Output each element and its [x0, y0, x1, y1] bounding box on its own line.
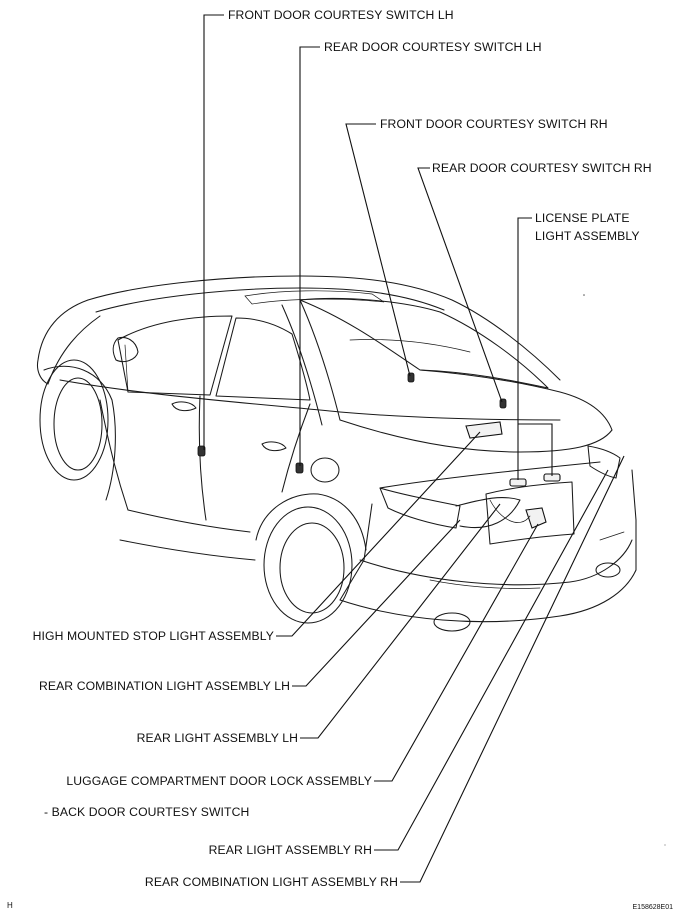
- leader-front-door-lh: [203, 14, 224, 450]
- switch-parts: [197, 372, 561, 529]
- high-mounted-stop-light-icon: [465, 421, 503, 439]
- label-front-door-courtesy-switch-lh: FRONT DOOR COURTESY SWITCH LH: [228, 8, 454, 22]
- label-license-plate-line1: LICENSE PLATE: [535, 211, 630, 225]
- leader-rear-combination-rh: [400, 455, 625, 883]
- leader-rear-light-lh: [300, 503, 501, 739]
- label-front-door-courtesy-switch-rh: FRONT DOOR COURTESY SWITCH RH: [380, 117, 608, 131]
- leader-rear-combination-lh: [292, 519, 461, 687]
- label-rear-combination-light-rh: REAR COMBINATION LIGHT ASSEMBLY RH: [144, 875, 398, 889]
- speck: [664, 844, 666, 846]
- speck: [583, 294, 585, 296]
- license-plate-light-lh-icon: [509, 478, 527, 487]
- corner-letter: H: [7, 901, 13, 910]
- luggage-lock-icon: [525, 507, 547, 529]
- label-rear-door-courtesy-switch-lh: REAR DOOR COURTESY SWITCH LH: [324, 40, 542, 54]
- label-luggage-lock: LUGGAGE COMPARTMENT DOOR LOCK ASSEMBLY: [66, 774, 372, 788]
- leader-rear-door-lh: [299, 46, 320, 466]
- leader-luggage-lock: [374, 523, 539, 782]
- label-rear-light-lh: REAR LIGHT ASSEMBLY LH: [136, 731, 298, 745]
- rear-light-lh-harness: [455, 497, 521, 528]
- label-high-mounted-stop-light: HIGH MOUNTED STOP LIGHT ASSEMBLY: [32, 629, 274, 643]
- label-license-plate-line2: LIGHT ASSEMBLY: [535, 229, 640, 243]
- leader-lines: [203, 14, 625, 883]
- front-door-lh-switch-icon: [197, 445, 206, 457]
- front-door-rh-switch-icon: [407, 372, 415, 383]
- label-rear-light-rh: REAR LIGHT ASSEMBLY RH: [208, 843, 372, 857]
- leader-rear-light-rh: [374, 469, 609, 851]
- label-back-door-courtesy-switch: - BACK DOOR COURTESY SWITCH: [44, 805, 250, 819]
- leader-license-plate: [517, 217, 532, 480]
- leader-rear-door-rh: [417, 167, 503, 403]
- label-rear-door-courtesy-switch-rh: REAR DOOR COURTESY SWITCH RH: [432, 161, 652, 175]
- car-body-outline: [37, 275, 637, 632]
- label-rear-combination-light-lh: REAR COMBINATION LIGHT ASSEMBLY LH: [38, 679, 290, 693]
- leader-front-door-rh: [345, 123, 411, 377]
- figure-code: E158628E01: [632, 904, 673, 911]
- leader-license-plate-branch: [518, 423, 553, 476]
- leader-high-mounted-stop: [276, 431, 481, 637]
